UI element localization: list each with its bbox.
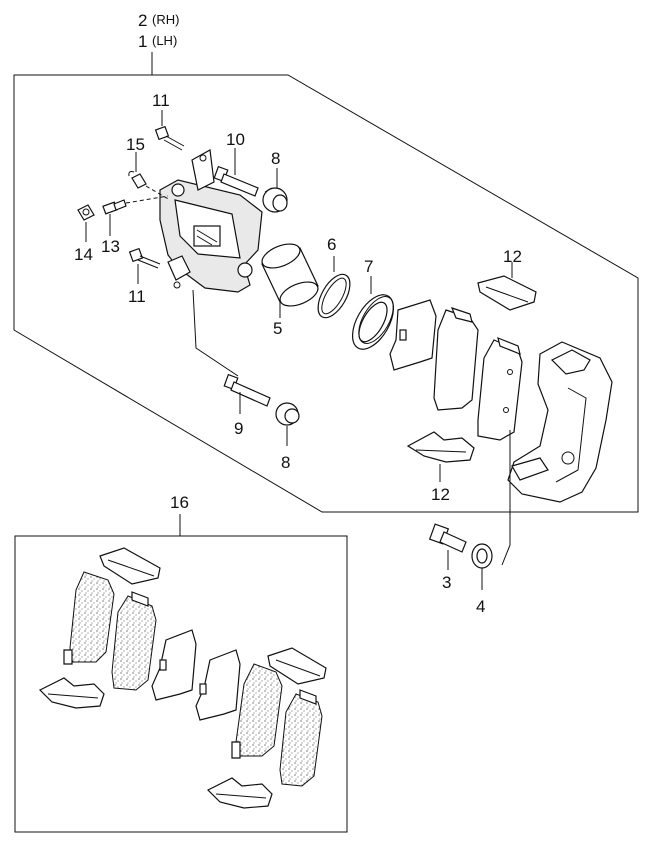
guide-pin-9 — [192, 289, 271, 407]
callout-9: 9 — [234, 419, 243, 438]
kit-clip-top-left — [99, 547, 161, 585]
callout-12-lower: 12 — [431, 485, 450, 504]
kit-pad-left-2 — [111, 591, 157, 691]
pin-boot-8-lower — [275, 402, 300, 426]
assembly-number-lh: 1 — [138, 32, 147, 51]
assembly-side-rh: (RH) — [152, 12, 179, 27]
bleeder-screw-13 — [102, 195, 169, 215]
callout-12-top: 12 — [503, 247, 522, 266]
brake-pad-inner — [433, 307, 479, 411]
callout-16: 16 — [170, 493, 189, 512]
brake-pad-outer — [477, 337, 523, 441]
washer-4 — [471, 543, 493, 569]
callout-8-lower: 8 — [281, 453, 290, 472]
bleeder-cap-15 — [128, 171, 171, 201]
caliper-assembly-frame — [13, 74, 639, 513]
callout-7: 7 — [364, 257, 373, 276]
kit-pad-right-1 — [231, 663, 283, 759]
assembly-number-rh: 2 — [138, 11, 147, 30]
bolt-leader-line — [501, 430, 511, 566]
callout-14: 14 — [74, 245, 93, 264]
piston-5 — [261, 243, 319, 307]
kit-clip-top-right — [267, 647, 327, 685]
kit-clip-bottom-left — [38, 677, 105, 709]
callout-15: 15 — [126, 135, 145, 154]
pad-kit-frame — [14, 535, 348, 833]
guide-pin-10 — [213, 165, 259, 197]
pad-clip-12-top — [477, 275, 537, 311]
kit-shim-2 — [195, 649, 241, 721]
callout-11-lower: 11 — [128, 287, 146, 306]
caliper-carrier-bracket — [507, 341, 613, 503]
bolt-11-top — [154, 125, 185, 151]
kit-pad-left-1 — [63, 571, 115, 665]
mounting-bolt-3 — [428, 523, 467, 553]
kit-pad-right-2 — [279, 689, 323, 787]
callout-6: 6 — [327, 235, 336, 254]
callout-4: 4 — [476, 597, 485, 616]
callout-8-top: 8 — [271, 149, 280, 168]
kit-clip-bottom-right — [206, 777, 273, 809]
callout-10: 10 — [226, 130, 245, 149]
cap-14 — [77, 204, 95, 221]
assembly-side-lh: (LH) — [152, 33, 177, 48]
kit-shim-1 — [151, 629, 197, 701]
dust-boot-7 — [351, 294, 395, 350]
pin-boot-8-top — [262, 187, 288, 213]
callout-5: 5 — [273, 319, 282, 338]
caliper-housing — [159, 149, 263, 293]
pad-shim — [389, 299, 437, 371]
pad-clip-12-lower — [406, 431, 475, 463]
bolt-11-lower — [128, 247, 161, 269]
callout-3: 3 — [442, 573, 451, 592]
callout-11-top: 11 — [152, 91, 170, 110]
piston-seal-6 — [317, 273, 351, 319]
callout-13: 13 — [101, 237, 120, 256]
